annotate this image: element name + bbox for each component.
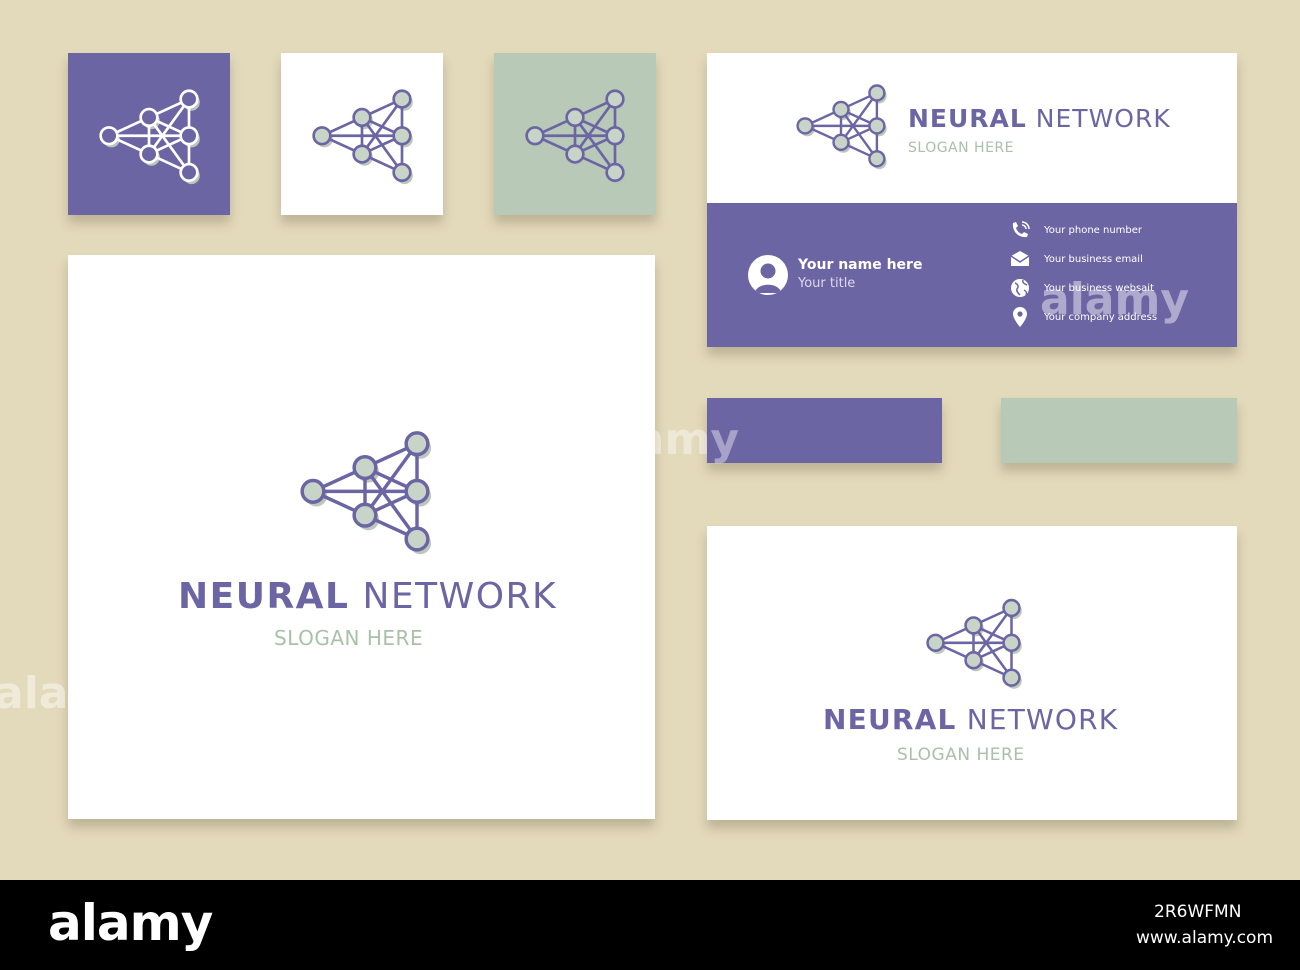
brand-name-light: NETWORK	[362, 576, 558, 617]
globe-icon	[1008, 277, 1032, 299]
neural-network-logo-icon	[99, 89, 202, 186]
brand-slogan: SLOGAN HERE	[908, 140, 1015, 156]
person-icon	[755, 263, 781, 293]
color-swatch-purple	[707, 398, 942, 463]
business-card-front	[707, 53, 1237, 203]
color-swatch-sage	[1001, 398, 1237, 463]
avatar	[748, 255, 788, 295]
email-icon	[1008, 248, 1032, 270]
phone-icon	[1008, 219, 1032, 241]
contact-email-text: Your business email	[1044, 253, 1143, 265]
logo-card-wide	[707, 526, 1237, 820]
neural-network-logo-icon	[926, 598, 1024, 690]
business-card-back	[707, 203, 1237, 347]
contact-website-text: Your business websait	[1044, 282, 1155, 294]
person-name: Your name here	[798, 257, 923, 273]
person-title: Your title	[798, 276, 856, 291]
logo-tile-white	[281, 53, 443, 215]
contact-address: Your company address	[1008, 306, 1157, 328]
location-pin-icon	[1008, 306, 1032, 328]
contact-email: Your business email	[1008, 248, 1143, 270]
brand-slogan: SLOGAN HERE	[897, 745, 1025, 765]
footer-bar: alamy 2R6WFMN www.alamy.com	[0, 880, 1300, 970]
contact-address-text: Your company address	[1044, 311, 1158, 323]
large-logo-card	[68, 255, 655, 819]
logo-tile-sage	[494, 53, 656, 215]
neural-network-logo-icon	[796, 84, 888, 171]
logo-tile-purple	[68, 53, 230, 215]
watermark-text: alamy	[590, 414, 739, 465]
contact-website: Your business websait	[1008, 277, 1154, 299]
footer-url: www.alamy.com	[1136, 928, 1274, 948]
brand-name: NEURAL NETWORK	[178, 576, 557, 617]
brand-name: NEURAL NETWORK	[823, 703, 1118, 736]
brand-name: NEURAL NETWORK	[908, 104, 1171, 133]
brand-name-bold: NEURAL	[823, 703, 957, 736]
contact-phone-text: Your phone number	[1044, 224, 1143, 236]
brand-name-bold: NEURAL	[908, 104, 1027, 133]
brand-name-bold: NEURAL	[178, 576, 350, 617]
brand-name-light: NETWORK	[966, 703, 1119, 736]
brand-name-light: NETWORK	[1035, 104, 1171, 133]
footer-logo: alamy	[48, 894, 213, 952]
contact-phone: Your phone number	[1008, 219, 1142, 241]
watermark-text: alamy	[0, 668, 143, 719]
watermark-text: alamy	[1040, 274, 1189, 325]
neural-network-logo-icon	[525, 89, 628, 186]
footer-image-id: 2R6WFMN	[1154, 902, 1242, 922]
neural-network-logo-icon	[312, 89, 415, 186]
neural-network-logo-icon	[300, 431, 433, 556]
brand-slogan: SLOGAN HERE	[274, 626, 424, 650]
